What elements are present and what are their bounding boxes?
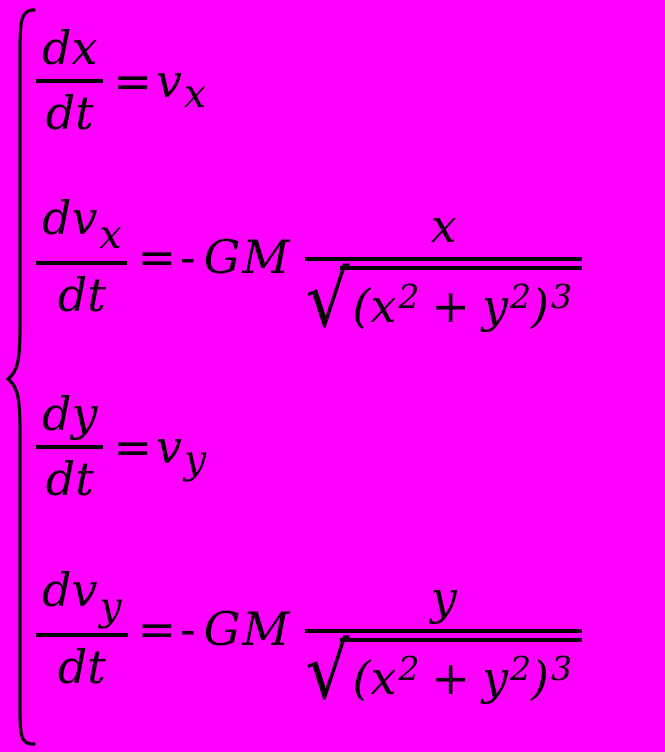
denominator: dt: [45, 86, 94, 140]
rhs-numerator: y: [430, 571, 457, 626]
rhs-fraction: y √ (x2+y2)3: [305, 553, 583, 711]
open-paren: (: [352, 650, 371, 705]
square-root: √ (x2+y2)3: [305, 261, 583, 339]
y-variable: y: [481, 650, 508, 705]
numerator: dvx: [36, 191, 127, 259]
numerator: dvy: [36, 563, 128, 631]
numerator-subscript: x: [99, 213, 122, 259]
fraction-bar: [36, 261, 128, 265]
fraction-bar: [36, 445, 104, 449]
x-exponent: 2: [398, 276, 420, 316]
numerator-main: dv: [42, 563, 98, 618]
plus-sign: +: [431, 278, 470, 333]
y-exponent: 2: [509, 276, 532, 316]
minus-sign: -: [180, 230, 196, 284]
lhs-fraction: dx dt: [36, 21, 104, 140]
fraction-bar: [36, 79, 104, 83]
open-paren: (: [352, 278, 371, 333]
outer-exponent: 3: [551, 648, 573, 688]
denominator: dt: [57, 640, 106, 694]
numerator-main: dv: [42, 191, 98, 246]
equation-dvx-dt: dvx dt = - GM x √ (x2+y2)3: [36, 168, 583, 346]
equals-sign: =: [113, 54, 152, 108]
velocity-variable: v: [155, 54, 182, 108]
gravitational-coefficient: GM: [203, 602, 292, 656]
equation-dy-dt: dy dt = v y: [36, 388, 206, 506]
velocity-subscript: y: [183, 438, 207, 484]
minus-sign: -: [180, 602, 196, 656]
equation-dx-dt: dx dt = v x: [36, 22, 206, 140]
gravitational-coefficient: GM: [203, 230, 292, 284]
x-exponent: 2: [398, 648, 420, 688]
close-paren: ): [531, 650, 549, 705]
numerator-subscript: y: [99, 585, 122, 631]
equals-sign: =: [113, 420, 152, 474]
radical-icon: √: [305, 255, 350, 345]
square-root: √ (x2+y2)3: [305, 633, 583, 711]
equals-sign: =: [137, 230, 177, 284]
close-paren: ): [531, 278, 549, 333]
fraction-bar: [305, 628, 583, 633]
lhs-fraction: dvy dt: [36, 565, 128, 692]
velocity-subscript: x: [183, 72, 206, 118]
fraction-bar: [305, 256, 583, 261]
radicand: (x2+y2)3: [340, 265, 583, 333]
equals-sign: =: [137, 602, 177, 656]
lhs-fraction: dy dt: [36, 387, 104, 506]
radical-icon: √: [305, 627, 350, 717]
denominator: dt: [57, 268, 106, 322]
fraction-bar: [36, 633, 128, 637]
plus-sign: +: [431, 650, 470, 705]
y-variable: y: [481, 278, 508, 333]
system-brace: [4, 6, 38, 752]
denominator: dt: [45, 452, 94, 506]
left-curly-brace-icon: [5, 8, 36, 746]
y-exponent: 2: [509, 648, 532, 688]
rhs-fraction: x √ (x2+y2)3: [305, 181, 583, 339]
radicand: (x2+y2)3: [340, 637, 583, 705]
x-variable: x: [370, 278, 397, 333]
lhs-fraction: dvx dt: [36, 191, 128, 322]
numerator: dy: [42, 387, 98, 442]
x-variable: x: [370, 650, 397, 705]
rhs-numerator: x: [430, 199, 457, 254]
velocity-variable: v: [155, 420, 182, 474]
equation-dvy-dt: dvy dt = - GM y √ (x2+y2)3: [36, 540, 583, 718]
outer-exponent: 3: [550, 276, 573, 316]
numerator: dx: [42, 21, 98, 76]
